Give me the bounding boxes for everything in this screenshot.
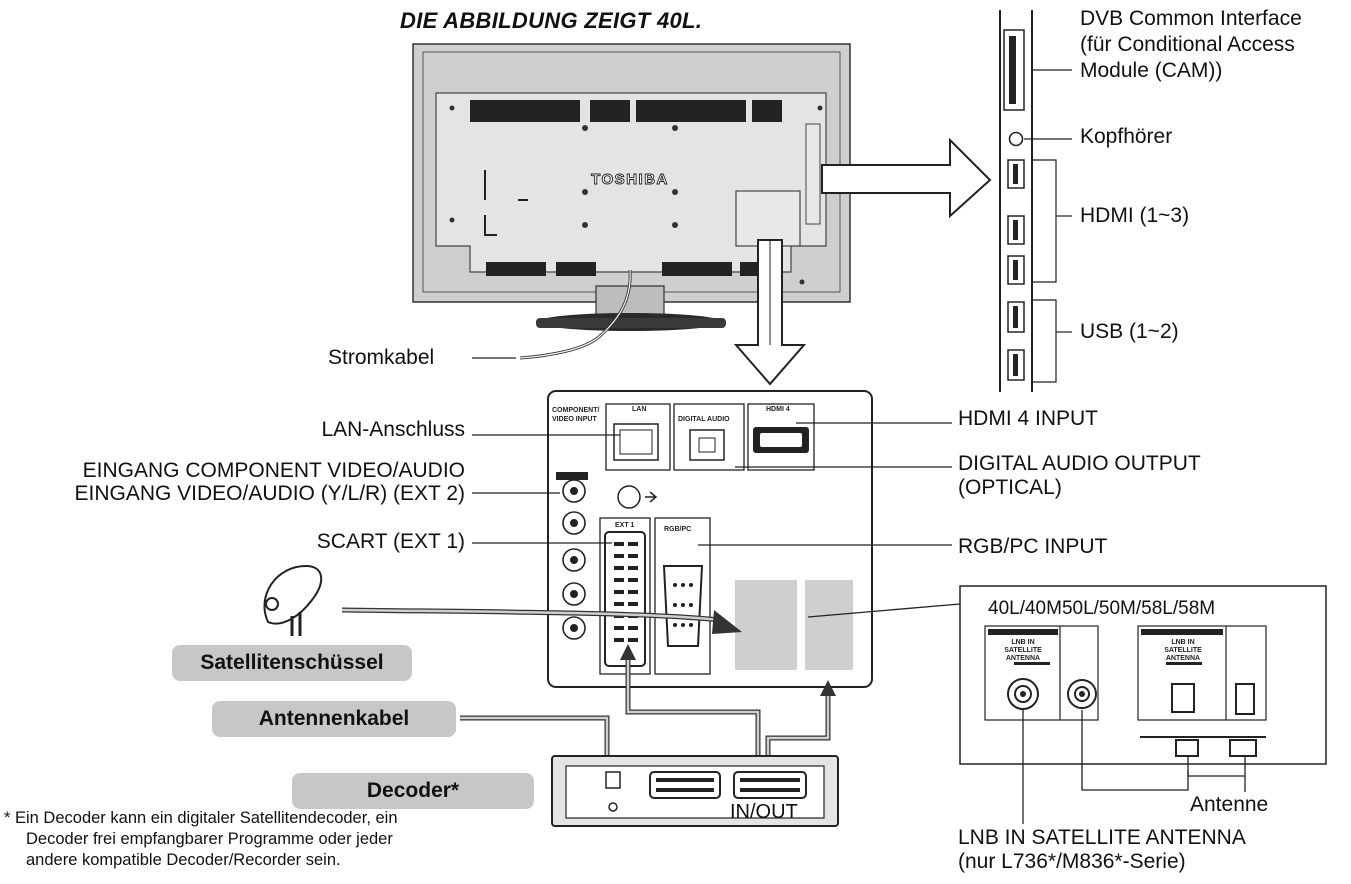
svg-text:ANTENNA: ANTENNA <box>1166 655 1200 662</box>
footnote-line2: Decoder frei empfangbarer Programme oder… <box>26 830 393 848</box>
leader-lines <box>472 422 961 618</box>
component-label-line1: EINGANG COMPONENT VIDEO/AUDIO <box>82 459 465 482</box>
screw-dots <box>449 105 823 285</box>
power-cable-label: Stromkabel <box>328 346 435 369</box>
ci-label: DVB Common Interface (für Conditional Ac… <box>1080 6 1302 84</box>
ci-label-line2: (für Conditional Access <box>1080 33 1295 56</box>
usb-1-2-label: USB (1~2) <box>1080 320 1179 343</box>
decoder-label: Decoder* <box>292 773 534 809</box>
diagram-title: DIE ABBILDUNG ZEIGT 40L. <box>400 8 703 33</box>
antenne-label: Antenne <box>1190 793 1269 816</box>
panel-label-lan: LAN <box>632 406 646 413</box>
tv-rear-view: TOSHIBA <box>412 43 851 360</box>
panel-label-component: COMPONENT/ <box>552 407 600 414</box>
digital-audio-label-line1: DIGITAL AUDIO OUTPUT <box>958 452 1201 475</box>
rca-jacks <box>562 479 586 640</box>
svg-text:VIDEO INPUT: VIDEO INPUT <box>552 416 597 423</box>
decoder-inout-label: IN/OUT <box>730 801 798 823</box>
footnote-line3: andere kompatible Decoder/Recorder sein. <box>26 851 341 869</box>
decoder-box <box>551 755 839 827</box>
lnb-label-line2: (nur L736*/M836*-Serie) <box>958 850 1186 873</box>
headphone-label: Kopfhörer <box>1080 125 1173 148</box>
panel-label-rgb: RGB/PC <box>664 526 691 533</box>
lnb-label-line1: LNB IN SATELLITE ANTENNA <box>958 826 1246 849</box>
svg-text:SATELLITE: SATELLITE <box>1004 647 1042 654</box>
rgb-pc-label: RGB/PC INPUT <box>958 535 1108 558</box>
ci-label-line3: Module (CAM)) <box>1080 59 1223 82</box>
ci-label-line1: DVB Common Interface <box>1080 7 1302 30</box>
arrow-right-icon <box>821 137 992 219</box>
scart-label: SCART (EXT 1) <box>316 530 465 553</box>
digital-audio-label-line2: (OPTICAL) <box>958 476 1062 499</box>
svg-text:SATELLITE: SATELLITE <box>1164 647 1202 654</box>
models-label: 40L/40M50L/50M/58L/58M <box>988 598 1216 619</box>
hdmi4-label: HDMI 4 INPUT <box>958 407 1099 430</box>
variant-box: LNB IN SATELLITE ANTENNA LNB IN SATELLIT… <box>959 585 1327 765</box>
panel-label-digital-audio: DIGITAL AUDIO <box>678 416 730 423</box>
panel-label-hdmi4: HDMI 4 <box>766 406 790 413</box>
panel-label-scart: EXT 1 <box>615 522 635 529</box>
component-label-line2: EINGANG VIDEO/AUDIO (Y/L/R) (EXT 2) <box>74 482 465 505</box>
footnote: * Ein Decoder kann ein digitaler Satelli… <box>4 808 544 871</box>
toshiba-logo: TOSHIBA <box>591 171 669 188</box>
lan-label: LAN-Anschluss <box>321 418 465 441</box>
hdmi-1-3-label: HDMI (1~3) <box>1080 204 1190 227</box>
footnote-line1: * Ein Decoder kann ein digitaler Satelli… <box>4 809 398 827</box>
side-panel <box>999 10 1072 392</box>
vent-slots <box>470 100 782 276</box>
lnb-tiny-label: LNB IN <box>1011 639 1034 646</box>
antenna-cable-label: Antennenkabel <box>212 701 456 737</box>
svg-text:LNB IN: LNB IN <box>1171 639 1194 646</box>
satellite-dish-label: Satellitenschüssel <box>172 645 412 681</box>
satellite-dish-icon <box>263 564 322 636</box>
svg-text:ANTENNA: ANTENNA <box>1006 655 1040 662</box>
